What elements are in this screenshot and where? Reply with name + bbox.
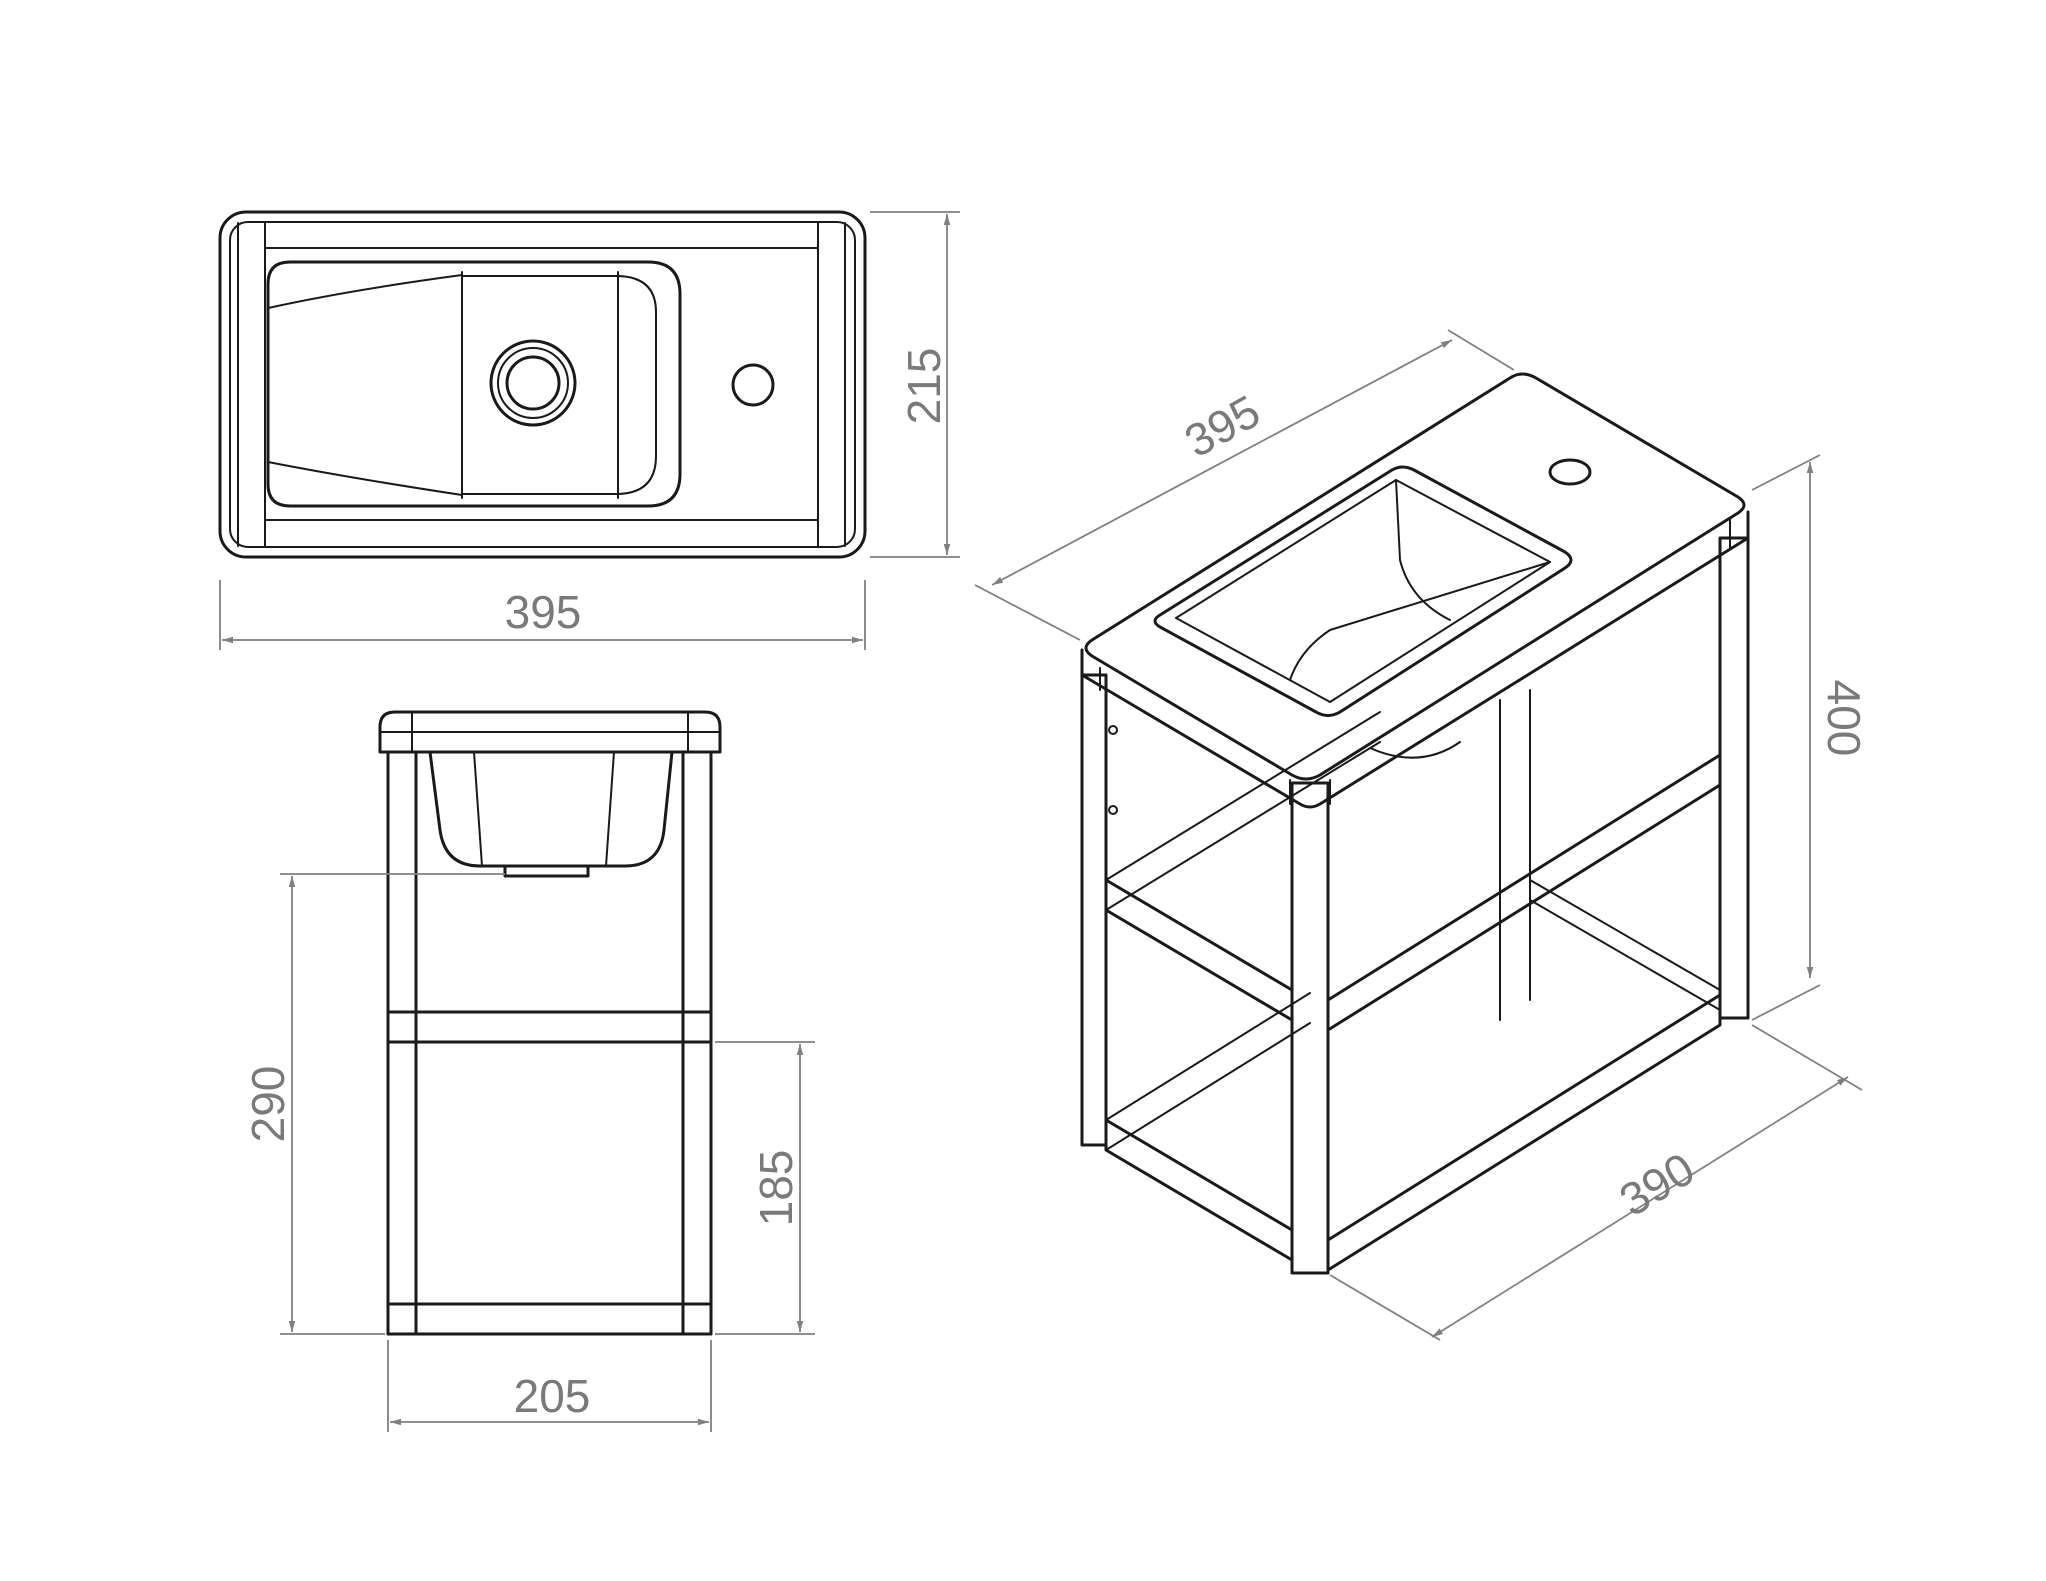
iso-middle-rail-left	[1104, 878, 1294, 1022]
iso-middle-rail-front	[1326, 753, 1722, 1032]
top-width-dimension: 395	[505, 586, 582, 638]
side-view	[280, 710, 815, 1432]
iso-left-leg	[1080, 673, 1108, 1147]
basin-outline	[266, 260, 682, 508]
iso-width-dimension: 395	[1176, 385, 1268, 468]
iso-right-leg	[1718, 536, 1750, 1020]
iso-depth-dimension: 390	[1610, 1142, 1703, 1226]
top-depth-dimension: 215	[898, 348, 950, 425]
iso-bottom-rail-front	[1326, 993, 1722, 1272]
top-view-outline	[218, 210, 867, 559]
iso-front-leg	[1290, 781, 1330, 1275]
tap-hole-icon	[731, 363, 775, 407]
iso-countertop	[1084, 372, 1746, 781]
side-depth-dimension: 205	[514, 1370, 591, 1422]
side-middle-rail	[386, 1010, 713, 1044]
iso-tap-hole-icon	[1548, 458, 1592, 486]
side-bowl-height-dimension: 290	[242, 1066, 294, 1143]
side-bowl	[428, 750, 674, 868]
drain-icon	[489, 339, 577, 427]
side-countertop	[378, 710, 722, 754]
side-shelf-height-dimension: 185	[750, 1150, 802, 1227]
iso-height-dimension: 400	[1818, 680, 1870, 757]
iso-bottom-rail-left	[1104, 1118, 1294, 1262]
iso-view	[974, 329, 1863, 1341]
top-view	[218, 210, 960, 650]
side-bottom-rail	[386, 1302, 713, 1336]
